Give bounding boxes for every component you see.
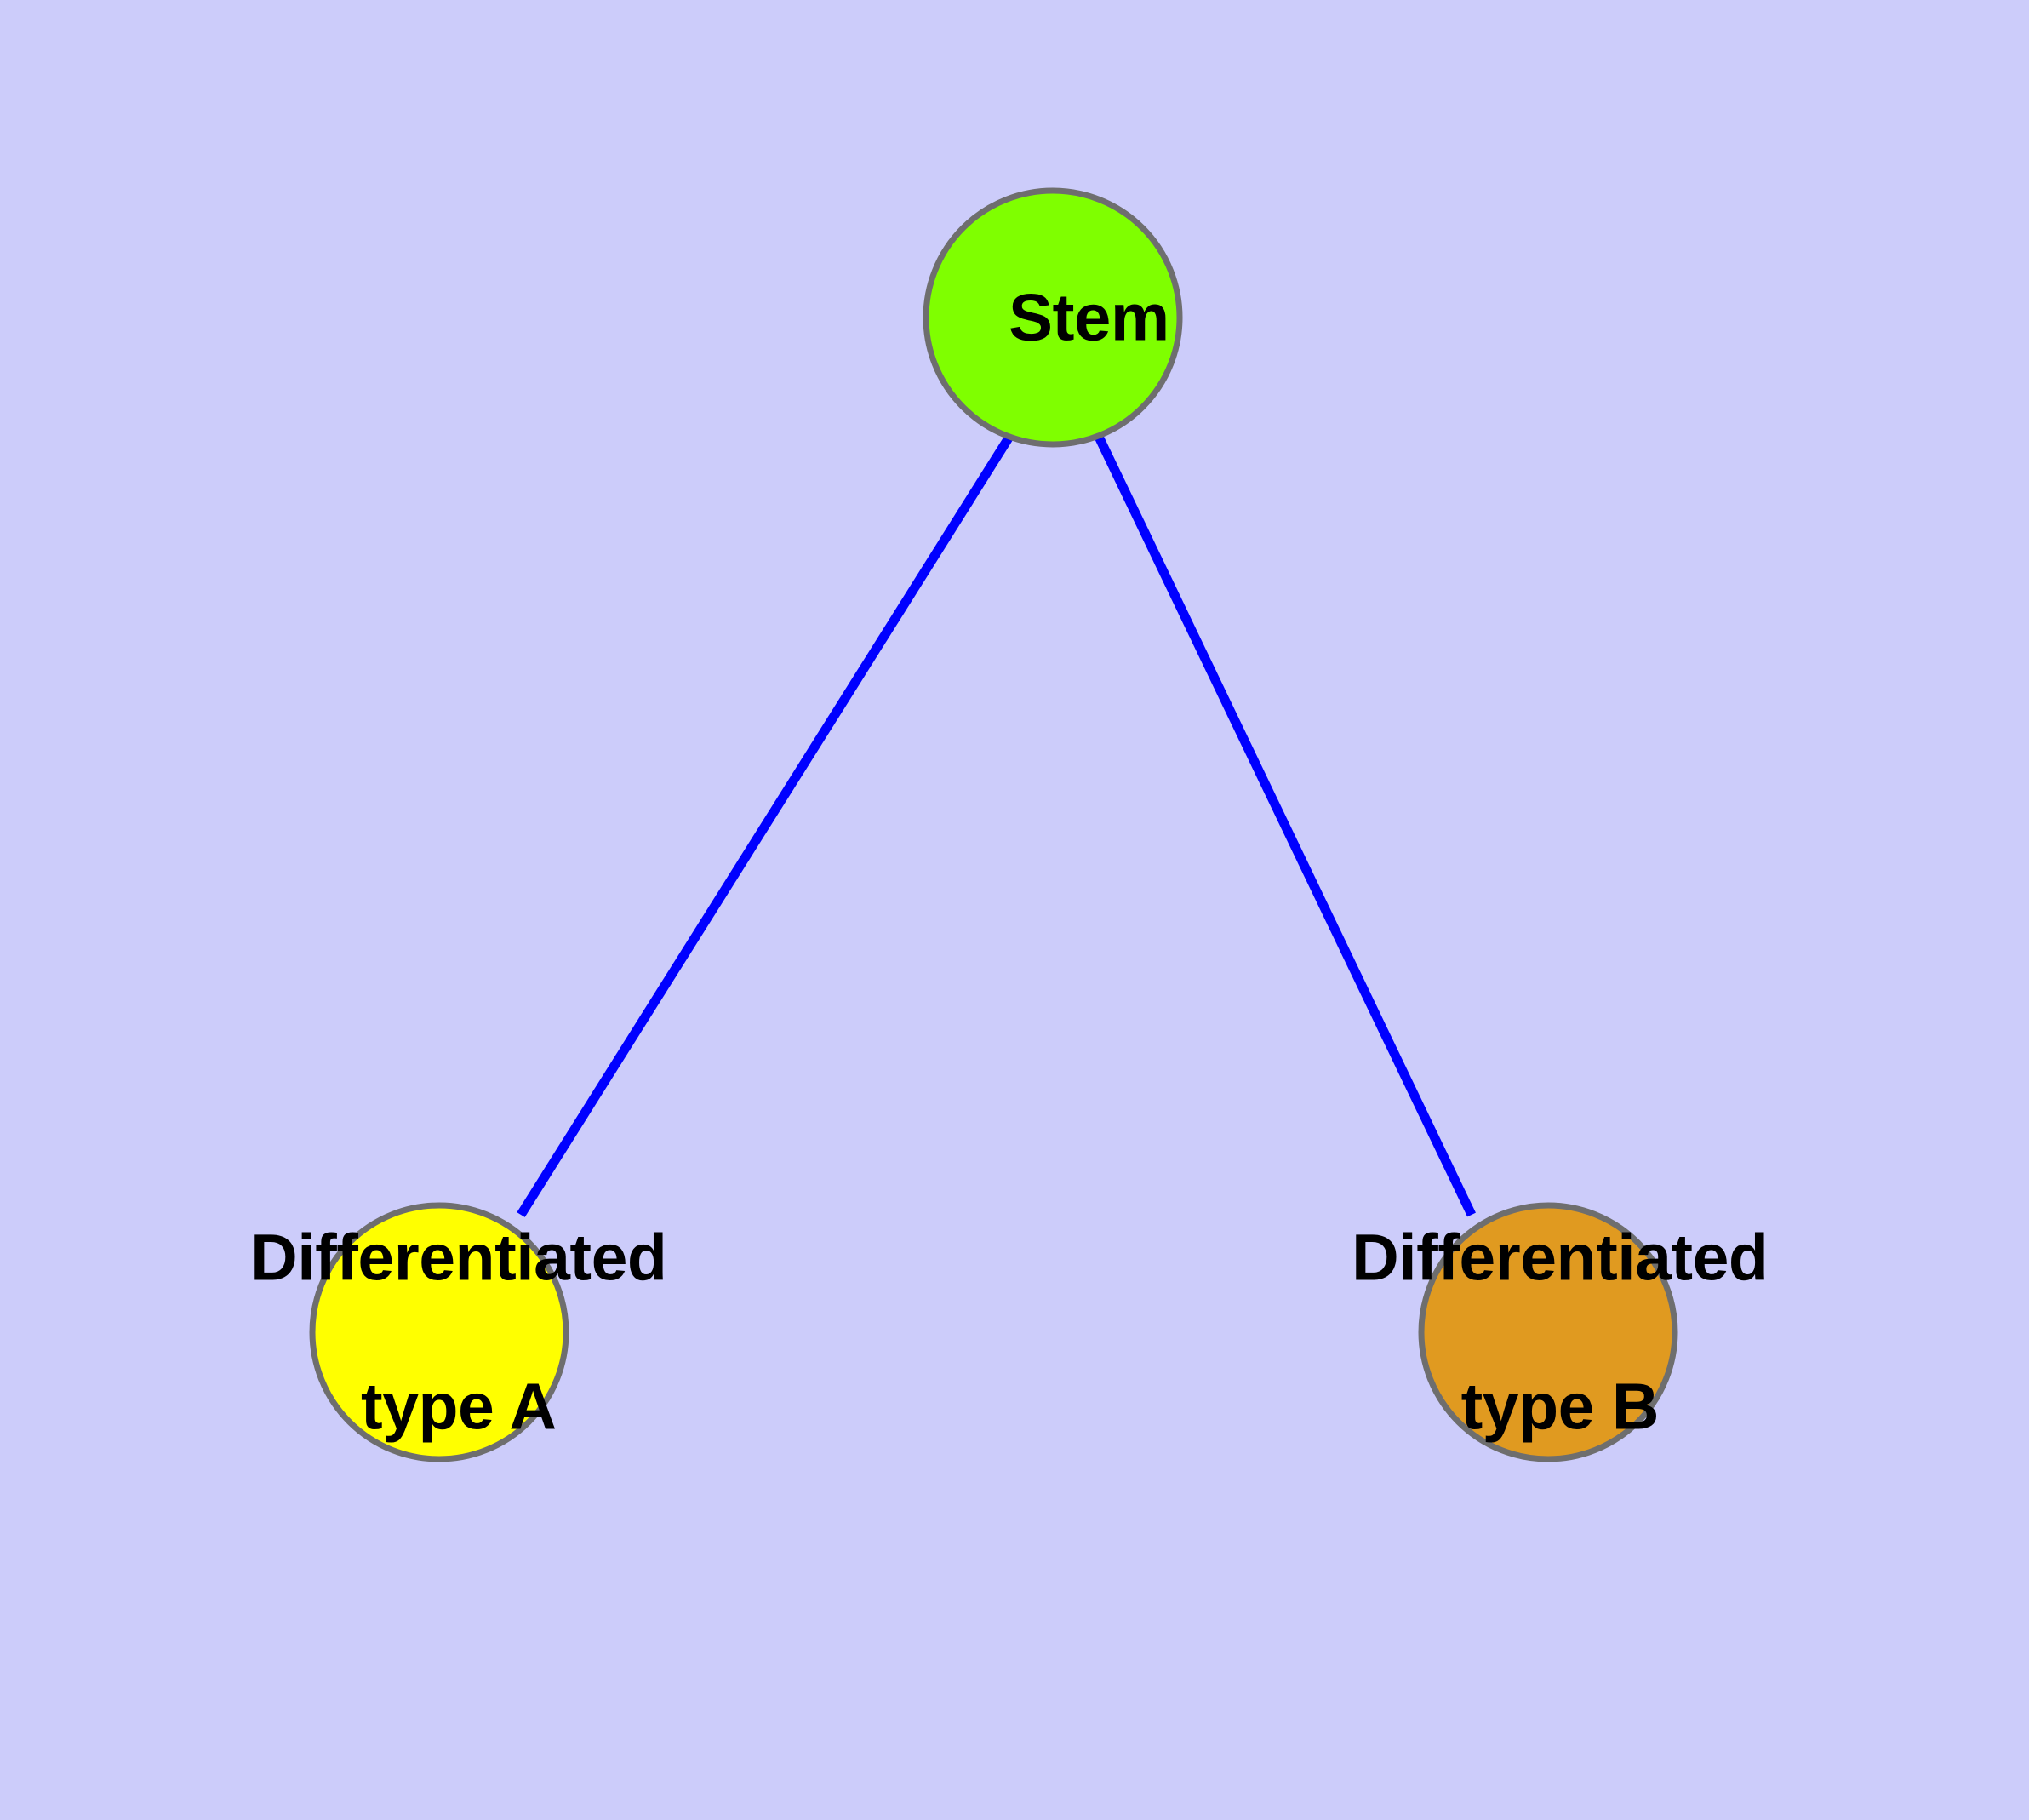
- edge-stem-to-differentiated-type-a[interactable]: [517, 434, 1014, 1217]
- node-differentiated-type-b[interactable]: [1418, 1202, 1678, 1462]
- edge-stem-to-differentiated-type-b[interactable]: [1095, 434, 1476, 1217]
- node-differentiated-type-a[interactable]: [309, 1202, 569, 1462]
- nodes-group: [309, 187, 1678, 1462]
- node-stem[interactable]: [923, 187, 1183, 448]
- edges-group: [517, 434, 1476, 1217]
